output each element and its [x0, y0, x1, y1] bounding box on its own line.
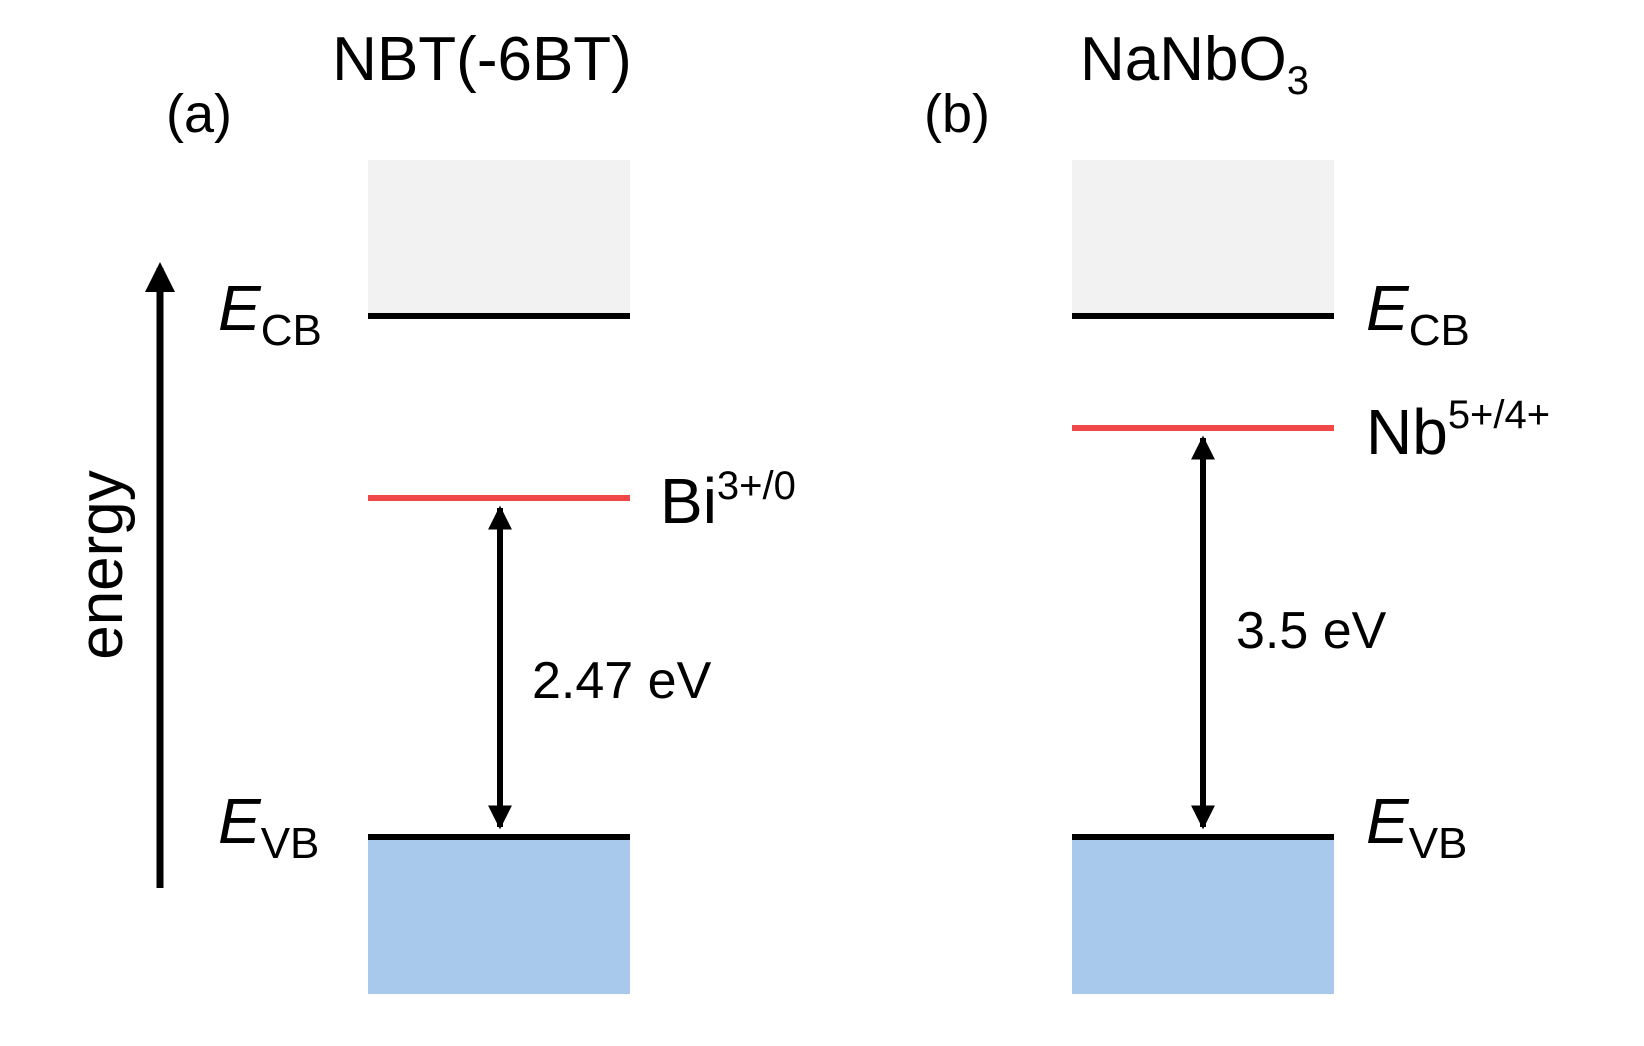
panel-a: (a) NBT(-6BT) ECB EVB Bi3+/0 2.47 eV: [166, 25, 796, 994]
panel-b: (b) NaNbO3 ECB EVB Nb5+/4+ 3.5 eV: [924, 25, 1550, 994]
panel-a-defect-charge: 3+/0: [717, 464, 796, 508]
panel-b-defect-label: Nb5+/4+: [1366, 393, 1550, 468]
panel-b-evb-sub: VB: [1409, 819, 1468, 868]
panel-b-ecb-main: E: [1366, 272, 1410, 344]
panel-b-evb-label: EVB: [1366, 785, 1467, 868]
panel-b-gap-label: 3.5 eV: [1236, 602, 1387, 660]
panel-a-evb-main: E: [218, 785, 262, 857]
panel-b-defect-charge: 5+/4+: [1448, 393, 1550, 437]
panel-a-conduction-band: [368, 160, 630, 316]
energy-axis-label: energy: [67, 470, 136, 660]
panel-b-evb-main: E: [1366, 785, 1410, 857]
panel-a-ecb-label: ECB: [218, 272, 322, 355]
panel-b-title-main: NaNbO: [1080, 25, 1287, 94]
panel-a-title: NBT(-6BT): [332, 25, 632, 94]
panel-b-conduction-band: [1072, 160, 1334, 316]
panel-b-ecb-sub: CB: [1409, 306, 1470, 355]
energy-axis: energy: [67, 262, 175, 888]
panel-b-title-sub: 3: [1287, 59, 1309, 103]
energy-axis-arrowhead: [145, 262, 175, 292]
panel-a-ecb-main: E: [218, 272, 262, 344]
panel-a-defect-element: Bi: [660, 465, 717, 537]
panel-a-defect-label: Bi3+/0: [660, 464, 796, 537]
panel-a-valence-band: [368, 837, 630, 994]
panel-b-defect-element: Nb: [1366, 396, 1448, 468]
panel-b-tag: (b): [924, 84, 990, 144]
panel-b-ecb-label: ECB: [1366, 272, 1470, 355]
panel-a-evb-sub: VB: [261, 819, 320, 868]
panel-a-tag: (a): [166, 84, 232, 144]
panel-a-ecb-sub: CB: [261, 306, 322, 355]
panel-b-valence-band: [1072, 837, 1334, 994]
panel-a-gap-label: 2.47 eV: [532, 652, 712, 710]
panel-a-evb-label: EVB: [218, 785, 319, 868]
panel-b-title: NaNbO3: [1080, 25, 1309, 103]
